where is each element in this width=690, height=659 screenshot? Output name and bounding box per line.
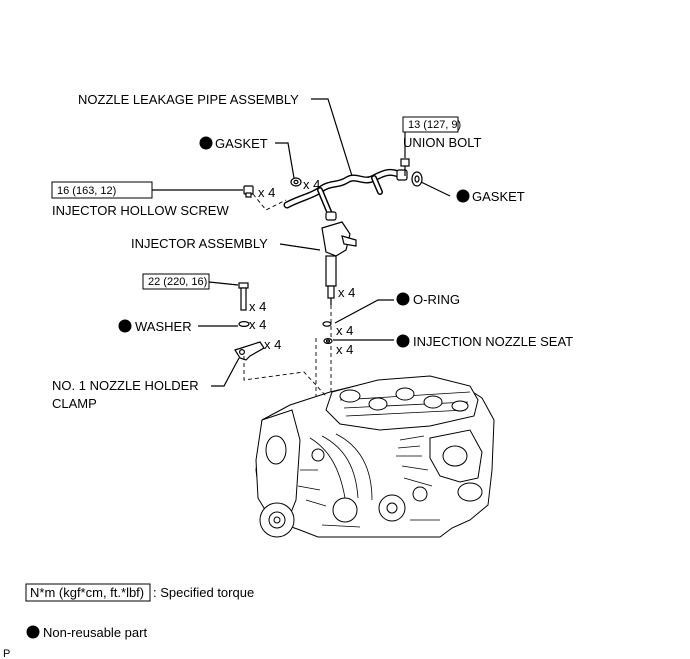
label-nozzle-leakage-pipe-assembly: NOZZLE LEAKAGE PIPE ASSEMBLY xyxy=(78,92,299,107)
non-reusable-marker-o-ring xyxy=(396,292,410,306)
label-o-ring: O-RING xyxy=(413,292,460,307)
label-washer: WASHER xyxy=(135,319,192,334)
clamp-bolt-drawing xyxy=(238,282,249,311)
nozzle-holder-clamp-drawing xyxy=(234,341,265,361)
qty-washer: x 4 xyxy=(249,317,266,332)
non-reusable-marker-gasket-right xyxy=(456,189,470,203)
label-injection-nozzle-seat: INJECTION NOZZLE SEAT xyxy=(413,334,573,349)
label-gasket-right: GASKET xyxy=(472,189,525,204)
label-nozzle-holder-clamp-line2: CLAMP xyxy=(52,396,97,411)
assembly-guide-lines xyxy=(243,193,332,397)
nozzle-leakage-pipe-drawing xyxy=(283,168,408,221)
legend-torque-box xyxy=(25,583,151,602)
qty-injector: x 4 xyxy=(338,285,355,300)
label-nozzle-holder-clamp-line1: NO. 1 NOZZLE HOLDER xyxy=(52,378,199,393)
gasket-right-drawing xyxy=(411,171,423,187)
gasket-top-drawing xyxy=(290,177,302,187)
qty-nozzle-seat: x 4 xyxy=(336,342,353,357)
legend-non-reusable-text: Non-reusable part xyxy=(43,625,147,640)
qty-hollow-screw: x 4 xyxy=(258,185,275,200)
washer-drawing xyxy=(238,321,250,328)
union-bolt-drawing xyxy=(400,158,410,176)
qty-clamp-bolt: x 4 xyxy=(249,299,266,314)
qty-gasket-top: x 4 xyxy=(303,177,320,192)
non-reusable-marker-gasket-top xyxy=(199,136,213,150)
injector-hollow-screw-drawing xyxy=(243,185,254,198)
injector-assembly-drawing xyxy=(321,221,357,305)
leader-lines xyxy=(152,98,451,387)
label-union-bolt: UNION BOLT xyxy=(403,135,482,150)
torque-value-union-bolt: 13 (127, 9) xyxy=(408,119,461,131)
o-ring-drawing xyxy=(322,321,332,327)
non-reusable-marker-washer xyxy=(118,319,132,333)
legend-torque-unit: N*m (kgf*cm, ft.*lbf) xyxy=(30,585,144,600)
torque-box-union-bolt xyxy=(402,116,459,133)
torque-box-hollow-screw xyxy=(51,181,153,199)
legend-non-reusable-marker xyxy=(26,625,40,639)
torque-value-hollow-screw: 16 (163, 12) xyxy=(57,185,116,197)
label-gasket-top: GASKET xyxy=(215,136,268,151)
qty-clamp: x 4 xyxy=(264,337,281,352)
corner-mark: P xyxy=(3,648,10,659)
engine-illustration xyxy=(255,375,495,538)
torque-box-clamp-bolt xyxy=(142,273,210,290)
label-injector-assembly: INJECTOR ASSEMBLY xyxy=(131,236,268,251)
qty-o-ring: x 4 xyxy=(336,323,353,338)
label-injector-hollow-screw: INJECTOR HOLLOW SCREW xyxy=(52,203,229,218)
torque-value-clamp-bolt: 22 (220, 16) xyxy=(148,276,207,288)
non-reusable-marker-nozzle-seat xyxy=(396,334,410,348)
injection-nozzle-seat-drawing xyxy=(323,338,333,345)
legend-torque-description: : Specified torque xyxy=(153,585,254,600)
